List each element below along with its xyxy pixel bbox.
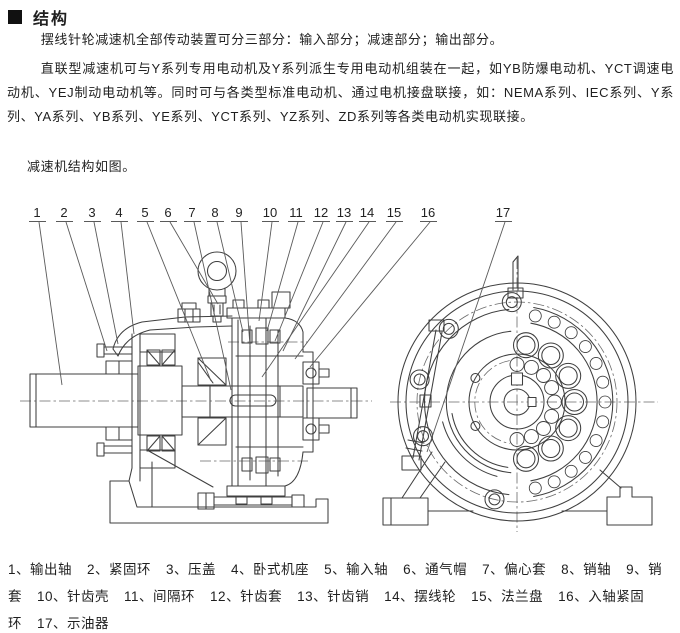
callout-label-14: 14 — [360, 205, 374, 220]
callout-leader-line — [261, 221, 370, 378]
legend-item: 10、针齿壳 — [37, 589, 110, 604]
machine-base — [109, 449, 329, 524]
callout-label-3: 3 — [88, 205, 95, 220]
cross-section-view — [29, 251, 358, 524]
callout-leader-line — [426, 221, 506, 453]
legend-item: 12、针齿套 — [210, 589, 283, 604]
callout-leader-line — [258, 221, 273, 322]
callout-label-16: 16 — [421, 205, 435, 220]
callout-label-12: 12 — [314, 205, 328, 220]
legend-item: 3、压盖 — [166, 562, 217, 577]
legend-item: 9、销套 — [8, 562, 663, 604]
callout-label-8: 8 — [211, 205, 218, 220]
eyebolt — [197, 251, 237, 297]
pin-teeth — [528, 309, 612, 495]
oil-sight — [401, 319, 445, 471]
callout-leader-line — [93, 221, 119, 345]
legend-item: 6、通气帽 — [403, 562, 468, 577]
front-view — [382, 255, 653, 526]
callout-label-15: 15 — [387, 205, 401, 220]
legend-item: 5、输入轴 — [324, 562, 389, 577]
callout-label-9: 9 — [235, 205, 242, 220]
figure-caption: 减速机结构如图。 — [27, 159, 136, 174]
clamp-bolts — [96, 343, 133, 457]
paragraph: 直联型减速机可与Y系列专用电动机及Y系列派生专用电动机组装在一起，如YB防爆电动… — [7, 61, 674, 124]
legend-item: 15、法兰盘 — [471, 589, 544, 604]
housing-body — [226, 291, 314, 505]
front-rings — [397, 282, 637, 522]
bearing-rollers — [509, 357, 562, 447]
bearing-cover — [131, 333, 176, 469]
callout-label-11: 11 — [289, 205, 303, 220]
legend-item: 11、间隔环 — [124, 589, 196, 604]
callout-label-7: 7 — [188, 205, 195, 220]
callout-leader-line — [309, 221, 431, 368]
section-header: 结构 — [8, 5, 69, 29]
callout-leader-line — [216, 221, 244, 333]
callout-label-13: 13 — [337, 205, 351, 220]
input-shaft — [302, 361, 358, 441]
legend-item: 8、销轴 — [561, 562, 612, 577]
callout-leader-line — [266, 221, 299, 332]
callout-leader-line — [294, 221, 397, 360]
callout-leader-line — [120, 221, 135, 335]
callout-leader-line — [65, 221, 108, 352]
legend-item: 4、卧式机座 — [231, 562, 310, 577]
paragraphs: 摆线针轮减速机全部传动装置可分三部分：输入部分；减速部分；输出部分。直联型减速机… — [7, 28, 674, 129]
legend-item: 7、偏心套 — [482, 562, 547, 577]
legend-item: 16、入轴紧固环 — [8, 589, 645, 631]
legend-item: 1、输出轴 — [8, 562, 73, 577]
callout-label-2: 2 — [60, 205, 67, 220]
callout-leader-line — [274, 221, 324, 342]
callout-leader-line — [282, 221, 347, 352]
legend-item: 17、示油器 — [37, 616, 110, 631]
square-bullet-icon — [8, 10, 22, 24]
page-title: 结构 — [33, 11, 70, 28]
front-base — [382, 412, 653, 526]
top-pin — [507, 255, 524, 299]
callout-leader-line — [38, 221, 63, 386]
callout-label-10: 10 — [263, 205, 277, 220]
callout-label-1: 1 — [33, 205, 40, 220]
callout-label-4: 4 — [115, 205, 122, 220]
callout-leader-line — [193, 221, 232, 391]
legend-item: 2、紧固环 — [87, 562, 152, 577]
callout-leader-line — [240, 221, 251, 347]
callout-label-6: 6 — [164, 205, 171, 220]
legend-item: 14、摆线轮 — [384, 589, 457, 604]
legend-item: 13、针齿销 — [297, 589, 370, 604]
callout-label-5: 5 — [141, 205, 148, 220]
callout-leader-line — [146, 221, 212, 382]
callout-leader-line — [169, 221, 219, 305]
output-shaft — [29, 365, 183, 436]
pin-holes — [512, 332, 588, 472]
shaft-core — [181, 357, 304, 446]
callout-label-17: 17 — [496, 205, 510, 220]
paragraph: 摆线针轮减速机全部传动装置可分三部分：输入部分；减速部分；输出部分。 — [40, 32, 504, 47]
